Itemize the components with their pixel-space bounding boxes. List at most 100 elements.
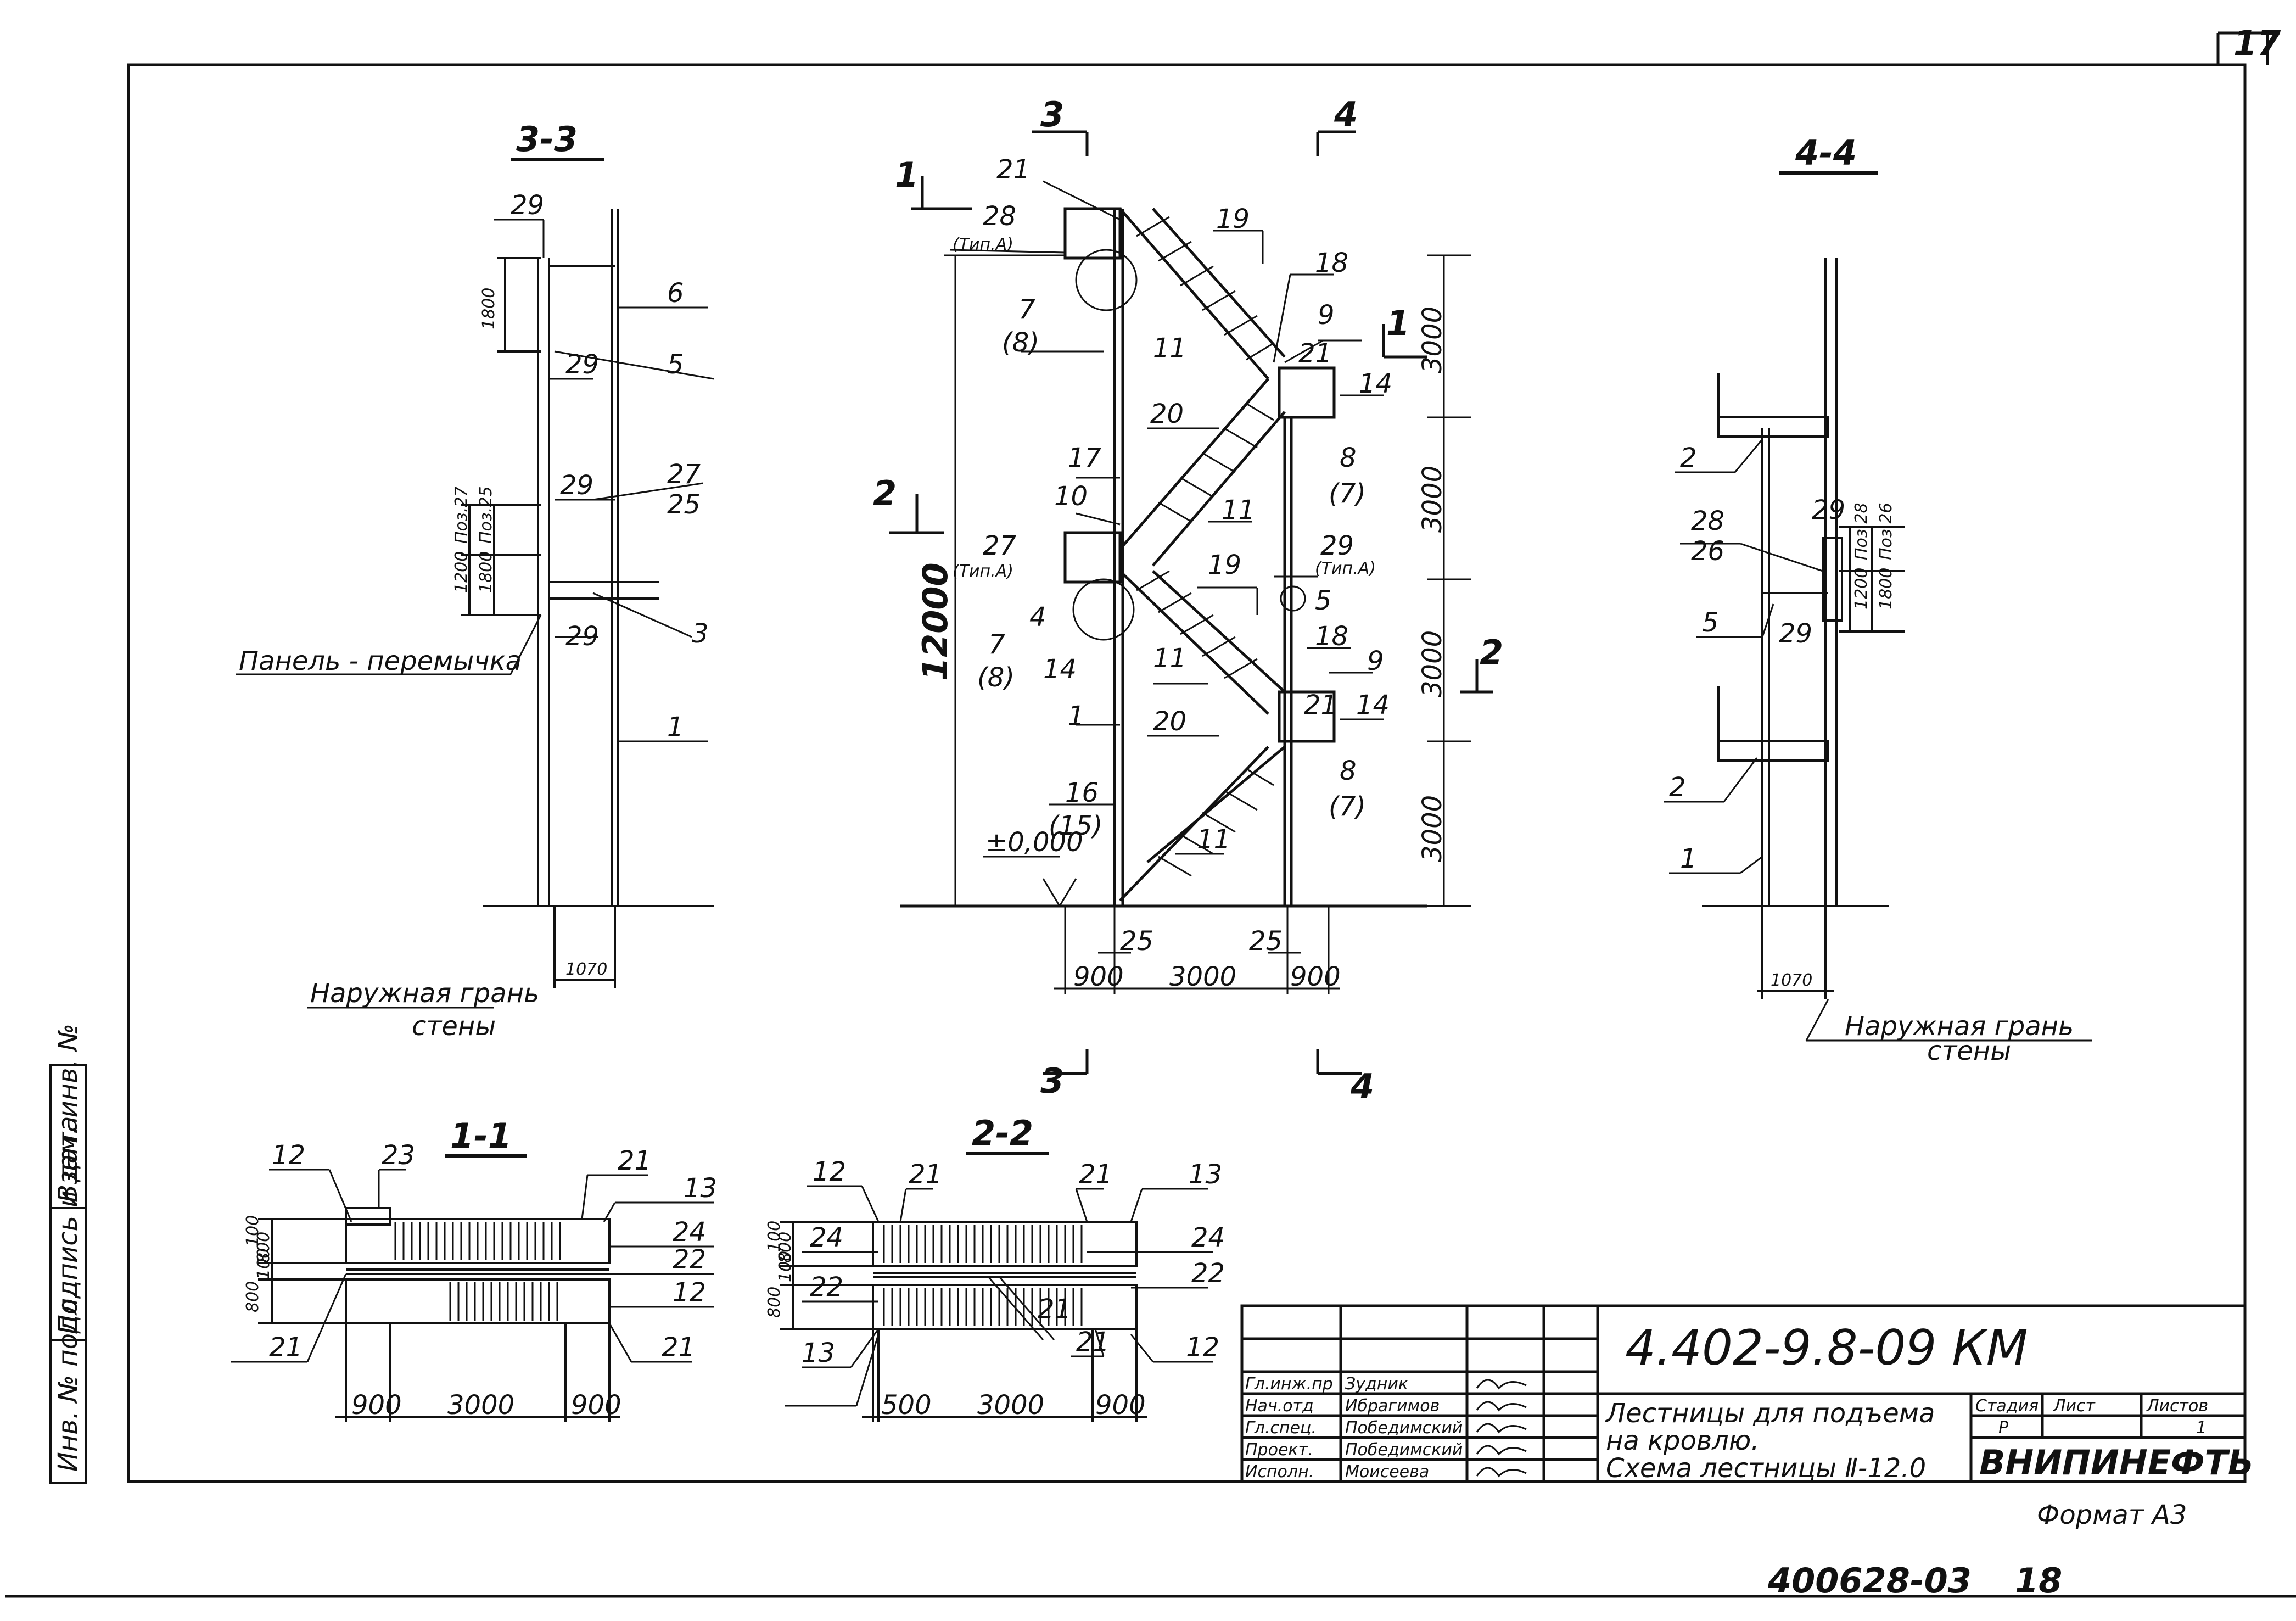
cut-label: 2	[873, 473, 897, 513]
dim: 500	[881, 1390, 932, 1421]
callout: 20	[1150, 399, 1184, 429]
callout: 18	[1315, 621, 1348, 652]
col-header: Стадия	[1975, 1396, 2039, 1416]
staff-name: Победимский	[1345, 1440, 1463, 1460]
dim: 100	[254, 1248, 273, 1279]
callout: 16	[1065, 778, 1099, 808]
callout: 20	[1153, 706, 1186, 737]
callout: 21	[618, 1145, 651, 1176]
callout: 22	[810, 1272, 843, 1303]
callout: (7)	[1329, 478, 1366, 509]
callout: 25	[667, 489, 701, 520]
callout: 28	[1691, 506, 1724, 536]
callout: 27	[983, 530, 1017, 561]
cut-label: 1	[1386, 303, 1410, 343]
dim: Поз.28	[1852, 502, 1871, 560]
callout: 21	[996, 154, 1030, 185]
staff-role: Проект.	[1245, 1440, 1313, 1460]
staff-role: Гл.спец.	[1245, 1418, 1317, 1438]
callout: 29	[1779, 618, 1812, 649]
callout: 22	[673, 1244, 706, 1275]
staff-name: Ибрагимов	[1345, 1396, 1440, 1416]
col-header: Листов	[2146, 1396, 2208, 1416]
callout: 29	[565, 621, 599, 652]
callout: 21	[1079, 1159, 1112, 1190]
callout: 12	[272, 1140, 305, 1171]
callout: (8)	[977, 662, 1015, 693]
callout: 21	[1304, 690, 1337, 720]
level-mark: ±0,000	[985, 827, 1083, 858]
dim: 100	[765, 1221, 784, 1252]
footer-page: 18	[2015, 1561, 2062, 1601]
callout: 3	[692, 618, 709, 649]
dim: 25	[1249, 926, 1283, 957]
staff-role: Нач.отд	[1245, 1396, 1314, 1416]
callout: 8	[1340, 443, 1357, 473]
view-3-3: 3-3	[236, 119, 714, 1042]
title-line-1: Лестницы для подъема	[1605, 1398, 1935, 1429]
callout: 5	[1315, 585, 1332, 616]
callout: 2	[1669, 772, 1686, 803]
sheets-value: 1	[2196, 1418, 2207, 1438]
frame	[5, 31, 2296, 1598]
callout: 11	[1222, 495, 1255, 526]
organization: ВНИПИНЕФТЬ	[1979, 1443, 2254, 1483]
callout: 28	[983, 201, 1016, 232]
callout: 10	[1054, 481, 1088, 512]
platforms	[1063, 207, 1336, 743]
dim: 1800	[477, 551, 496, 593]
callout: 22	[1191, 1258, 1225, 1289]
callout: 24	[810, 1222, 843, 1253]
dim: 800	[254, 1232, 273, 1263]
callout: 21	[1298, 338, 1332, 369]
callout: 11	[1153, 333, 1186, 364]
dim: 1070	[1771, 971, 1812, 990]
face-label: стены	[412, 1011, 496, 1042]
callout: 1	[667, 712, 684, 742]
callout: 21	[269, 1332, 303, 1363]
staff-name: Победимский	[1345, 1418, 1463, 1438]
callout: (Тип.А)	[953, 562, 1013, 581]
callout: 8	[1340, 756, 1357, 786]
callout: 23	[382, 1140, 415, 1171]
dim: 800	[776, 1232, 795, 1263]
callout: 21	[1038, 1294, 1071, 1324]
dim: 800	[765, 1287, 784, 1318]
callout: 29	[1320, 530, 1354, 561]
dim: Поз.25	[477, 486, 496, 544]
callout: 4	[1029, 602, 1046, 633]
title-block: 4.402-9.8-09 КМ Гл.инж.пр Зудник Нач.отд…	[1240, 1304, 2254, 1484]
callout: 21	[909, 1159, 942, 1190]
callout: 6	[667, 278, 684, 309]
dim: 900	[1095, 1390, 1146, 1421]
section-cut-marks	[889, 130, 1493, 1075]
dim: 3000	[1417, 630, 1448, 697]
dim: 3000	[1169, 962, 1236, 992]
callout: (7)	[1329, 791, 1366, 822]
callout: 18	[1315, 248, 1348, 278]
dim: 3000	[1417, 466, 1448, 533]
callout: (Тип.А)	[953, 235, 1013, 254]
title-line-3: Схема лестницы Ⅱ-12.0	[1606, 1453, 1926, 1484]
callout: 5	[667, 349, 684, 380]
title-line-2: на кровлю.	[1606, 1426, 1760, 1456]
cut-label: 1	[895, 155, 919, 195]
callout: 29	[511, 190, 544, 221]
cut-label: 3	[1040, 1061, 1064, 1101]
callout: 21	[662, 1332, 695, 1363]
cut-label: 4	[1334, 94, 1358, 135]
dim: Поз.27	[452, 486, 471, 544]
callout: 12	[813, 1156, 846, 1187]
view-title: 1-1	[450, 1116, 512, 1156]
face-label: стены	[1927, 1036, 2011, 1066]
cut-label: 4	[1350, 1066, 1374, 1106]
staff-name: Моисеева	[1345, 1462, 1429, 1482]
dim: 1200	[452, 551, 471, 593]
dim: 1070	[565, 960, 607, 979]
signatures	[1476, 1379, 1527, 1478]
footer-inv: 400628-03	[1767, 1561, 1972, 1601]
callout: 5	[1702, 607, 1719, 638]
staff-role: Гл.инж.пр	[1245, 1374, 1333, 1394]
margin-replace: Взам. инв. №	[53, 1024, 83, 1203]
callout: 27	[667, 459, 701, 490]
